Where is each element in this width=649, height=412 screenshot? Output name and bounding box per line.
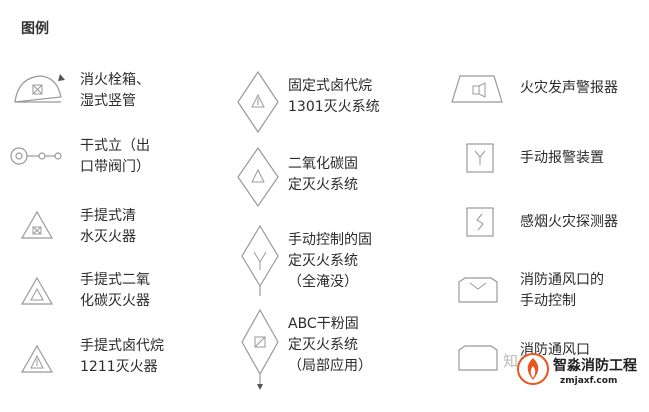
- portable-water-extinguisher-icon: [20, 210, 54, 240]
- portable-co2-extinguisher-icon: [20, 276, 54, 306]
- fire-alarm-sounder-icon: [450, 74, 504, 104]
- smoke-detector-icon: [466, 207, 496, 239]
- label-manual-fixed-system-total-flooding: 手动控制的固定灭火系统（全淹没）: [288, 232, 372, 290]
- legend-title: 图例: [21, 21, 49, 37]
- dry-standpipe-outlet-icon: [9, 146, 69, 166]
- manual-fixed-system-total-flooding-icon: [240, 224, 280, 298]
- portable-halon-1211-extinguisher-icon: [20, 344, 54, 374]
- fire-hydrant-cabinet-icon: [13, 72, 65, 106]
- manual-fire-damper-control-icon: [458, 276, 498, 304]
- label-dry-standpipe-outlet: 干式立（出口带阀门）: [80, 138, 150, 175]
- fire-vent-icon: [458, 344, 498, 372]
- manual-call-point-icon: [466, 143, 496, 175]
- brand-name: 智淼消防工程: [553, 358, 637, 374]
- label-manual-call-point: 手动报警装置: [520, 150, 604, 166]
- fixed-halon-1301-system-icon: [236, 70, 280, 134]
- label-fire-alarm-sounder: 火灾发声警报器: [520, 80, 618, 96]
- brand-url: zmjaxf.com: [560, 376, 618, 386]
- brand-logo-icon: [515, 352, 551, 390]
- abc-dry-powder-local-system-icon: [240, 308, 280, 392]
- label-portable-water-extinguisher: 手提式清水灭火器: [80, 208, 136, 245]
- label-fixed-co2-system: 二氧化碳固定灭火系统: [288, 156, 358, 193]
- label-abc-dry-powder-local-system: ABC干粉固定灭火系统（局部应用）: [288, 316, 372, 374]
- label-fire-hydrant-cabinet: 消火栓箱、湿式竖管: [80, 72, 150, 109]
- label-smoke-detector: 感烟火灾探测器: [520, 214, 618, 230]
- label-manual-fire-damper-control: 消防通风口的手动控制: [520, 272, 604, 309]
- fixed-co2-system-icon: [236, 146, 280, 208]
- label-portable-co2-extinguisher: 手提式二氧化碳灭火器: [80, 272, 150, 309]
